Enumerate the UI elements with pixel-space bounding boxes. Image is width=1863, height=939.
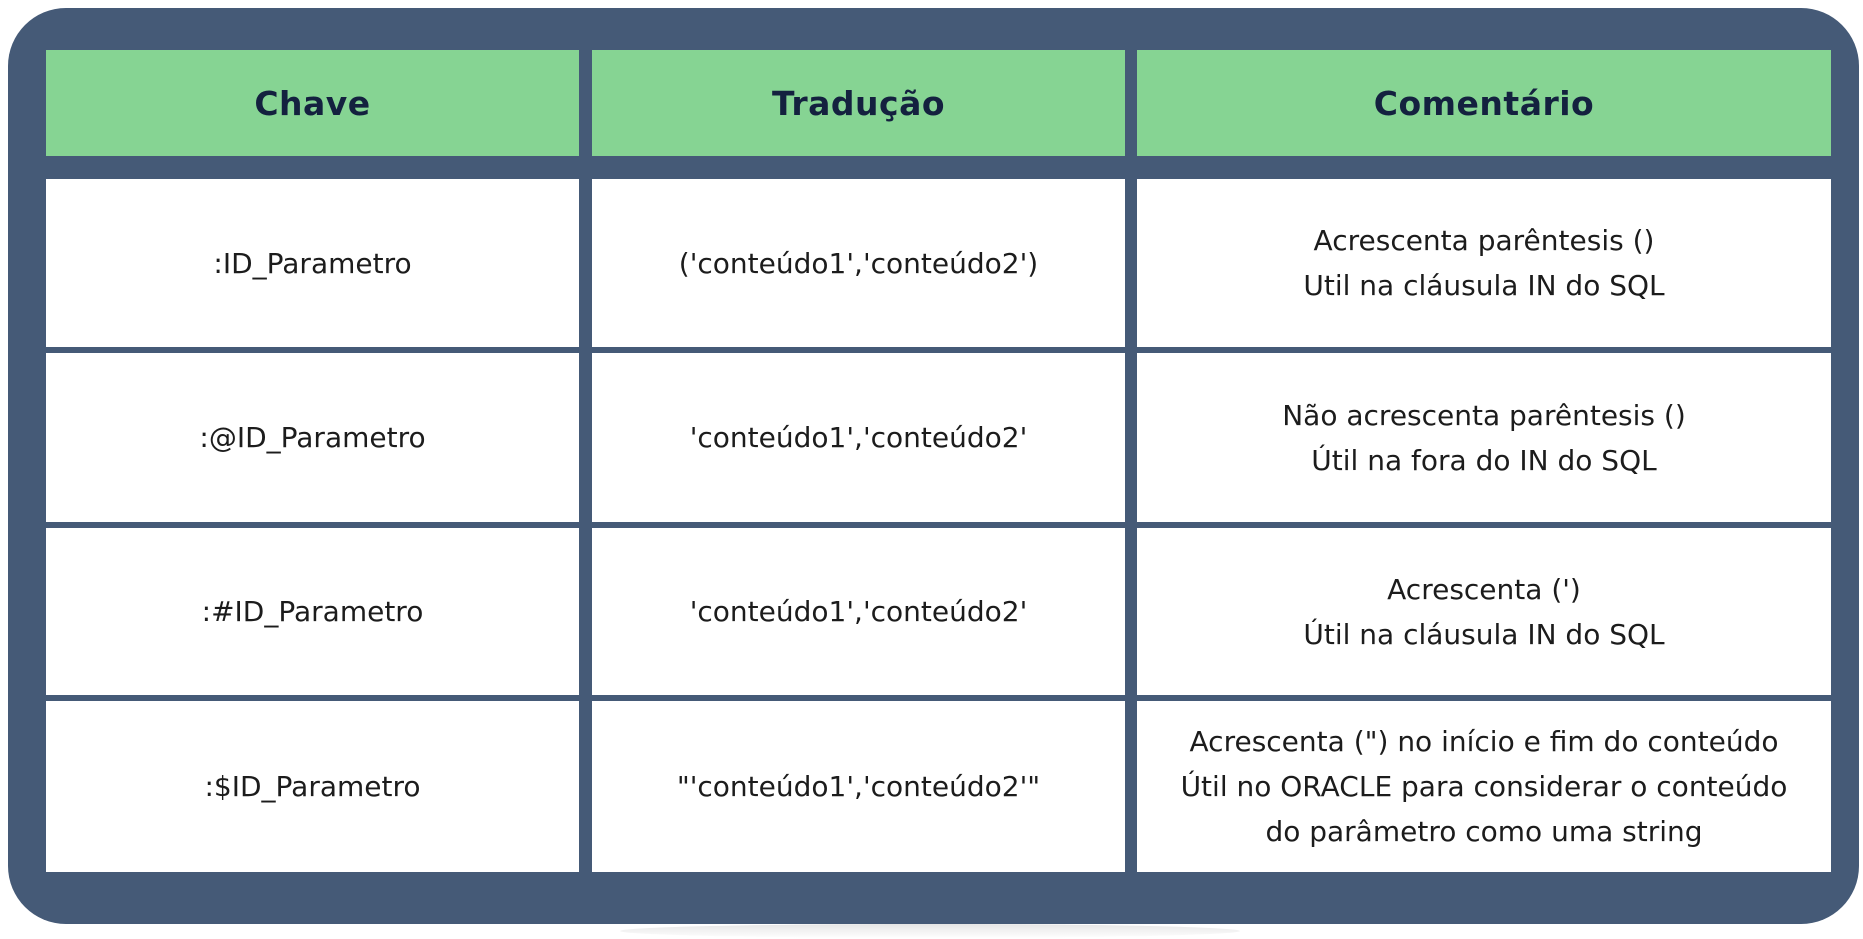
cell-traducao-row-2: 'conteúdo1','conteúdo2' — [592, 353, 1125, 522]
comentario-line: Útil no ORACLE para considerar o conteúd… — [1180, 770, 1788, 803]
cell-traducao-row-3: 'conteúdo1','conteúdo2' — [592, 528, 1125, 695]
table-shadow — [620, 924, 1240, 938]
header-chave: Chave — [46, 50, 579, 156]
cell-traducao-row-4: "'conteúdo1','conteúdo2'" — [592, 701, 1125, 872]
comentario-line: Acrescenta (') — [1387, 572, 1581, 606]
comentario-line: Não acrescenta parêntesis () — [1282, 398, 1686, 432]
cell-comentario-row-1: Acrescenta parêntesis () Util na cláusul… — [1137, 179, 1831, 347]
cell-comentario-row-3: Acrescenta (') Útil na cláusula IN do SQ… — [1137, 528, 1831, 695]
cell-comentario-row-4: Acrescenta (") no início e fim do conteú… — [1137, 701, 1831, 872]
cell-chave-row-3: :#ID_Parametro — [46, 528, 579, 695]
comentario-line: Util na cláusula IN do SQL — [1303, 269, 1665, 302]
cell-traducao-row-1: ('conteúdo1','conteúdo2') — [592, 179, 1125, 347]
cell-chave-row-4: :$ID_Parametro — [46, 701, 579, 872]
comentario-line: Útil na cláusula IN do SQL — [1303, 617, 1665, 651]
comentario-line: Acrescenta (") no início e fim do conteú… — [1189, 725, 1779, 758]
cell-chave-row-2: :@ID_Parametro — [46, 353, 579, 522]
comentario-line: Útil na fora do IN do SQL — [1311, 443, 1657, 477]
cell-comentario-row-2: Não acrescenta parêntesis () Útil na for… — [1137, 353, 1831, 522]
comentario-line: do parâmetro como uma string — [1265, 815, 1703, 848]
header-traducao: Tradução — [592, 50, 1125, 156]
header-comentario: Comentário — [1137, 50, 1831, 156]
comentario-line: Acrescenta parêntesis () — [1313, 224, 1655, 257]
cell-chave-row-1: :ID_Parametro — [46, 179, 579, 347]
